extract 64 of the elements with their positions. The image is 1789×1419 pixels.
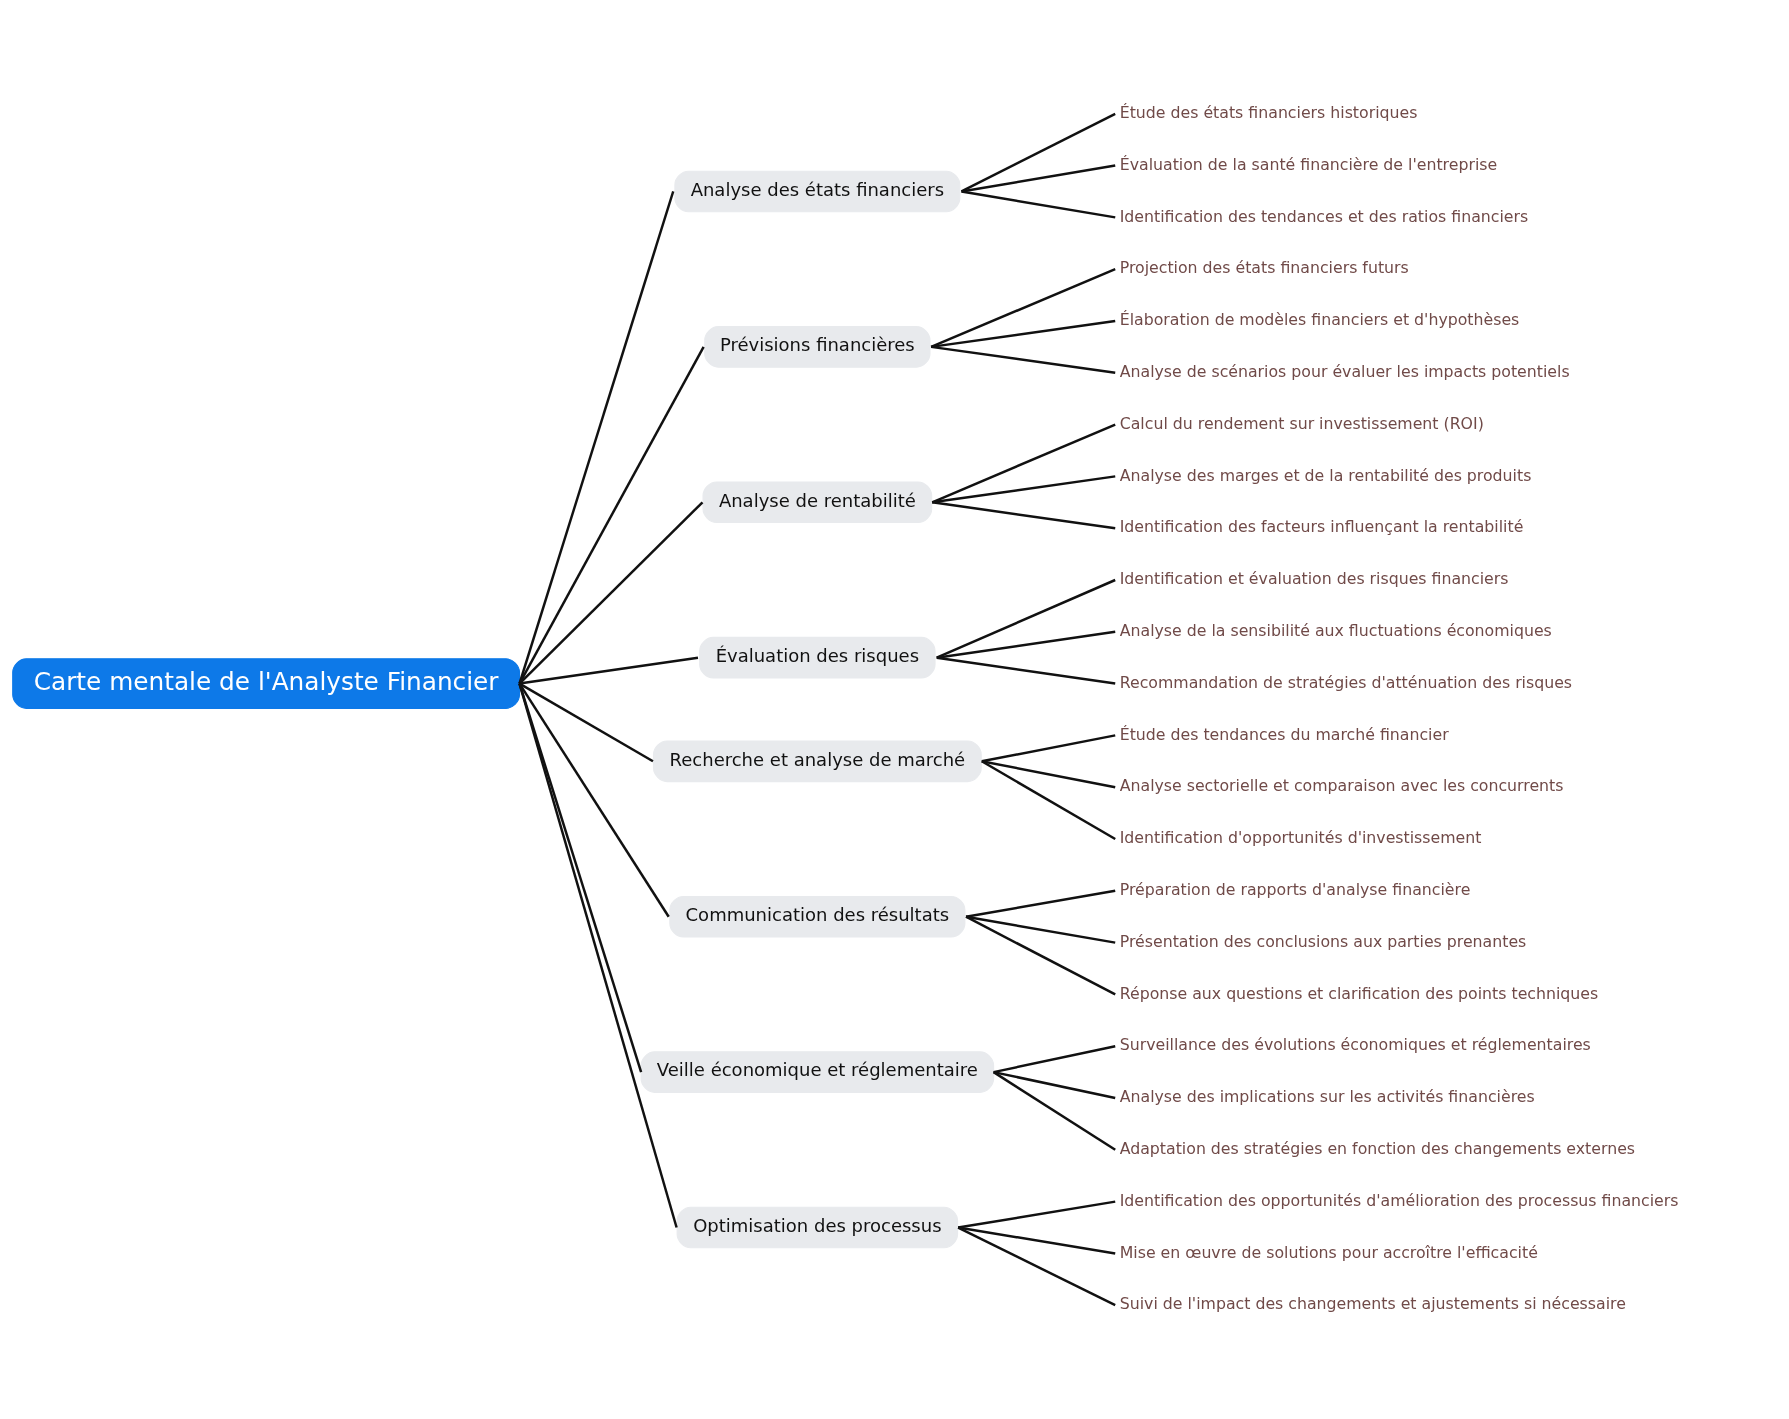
node-text: Élaboration de modèles financiers et d'hypothèses xyxy=(1119,310,1520,330)
connector xyxy=(932,501,1116,530)
node-box: Prévisions financières xyxy=(704,326,931,368)
connector xyxy=(993,1045,1116,1074)
node-text: Identification des facteurs influençant la rentabilité xyxy=(1119,517,1524,537)
connector xyxy=(930,268,1116,349)
node-text: Étude des tendances du marché financier xyxy=(1119,724,1449,744)
connector xyxy=(518,683,678,1228)
connector xyxy=(518,682,670,918)
node-text: Recommandation de stratégies d'atténuation des risques xyxy=(1119,672,1573,692)
node-text: Surveillance des évolutions économiques et réglementaires xyxy=(1119,1035,1591,1055)
node-text: Calcul du rendement sur investissement (ROI) xyxy=(1119,413,1484,433)
node-text: Identification des tendances et des ratios financiers xyxy=(1119,206,1529,226)
node-text: Adaptation des stratégies en fonction des changements externes xyxy=(1119,1138,1636,1158)
node-box: Communication des résultats xyxy=(669,895,966,938)
node-text: Mise en œuvre de solutions pour accroître l'efficacité xyxy=(1119,1242,1538,1262)
connector xyxy=(993,1070,1116,1100)
node-text: Identification des opportunités d'amélioration des processus financiers xyxy=(1119,1190,1679,1210)
connector xyxy=(965,889,1116,918)
node-text: Identification et évaluation des risques financiers xyxy=(1119,569,1509,589)
connector xyxy=(981,760,1116,841)
connector xyxy=(981,734,1116,763)
node-text: Analyse des implications sur les activités financières xyxy=(1119,1087,1535,1107)
node-box: Analyse des états financiers xyxy=(674,170,961,213)
connector xyxy=(965,915,1116,996)
node-box: Recherche et analyse de marché xyxy=(652,740,982,783)
connector xyxy=(930,345,1116,374)
connector xyxy=(518,682,654,763)
node-text: Analyse des marges et de la rentabilité des produits xyxy=(1119,465,1532,485)
connector xyxy=(519,656,699,685)
node-text: Analyse sectorielle et comparaison avec les concurrents xyxy=(1119,776,1564,796)
connector xyxy=(932,475,1116,504)
node-text: Présentation des conclusions aux parties prenantes xyxy=(1119,931,1527,951)
node-text: Évaluation de la santé financière de l'entreprise xyxy=(1119,154,1498,174)
connector xyxy=(981,760,1116,789)
connector xyxy=(965,915,1116,944)
node-box: Analyse de rentabilité xyxy=(702,481,933,524)
node-text: Projection des états financiers futurs xyxy=(1119,258,1409,278)
connector xyxy=(930,319,1116,349)
connector xyxy=(931,423,1116,504)
connector xyxy=(518,346,705,685)
connector xyxy=(961,190,1116,219)
connector xyxy=(961,164,1116,193)
connector xyxy=(518,191,675,684)
connector xyxy=(936,630,1116,659)
connector xyxy=(957,1226,1116,1307)
node-box: Évaluation des risques xyxy=(699,636,936,679)
node-text: Identification d'opportunités d'investissement xyxy=(1119,828,1482,848)
connector xyxy=(957,1226,1116,1255)
node-text: Étude des états financiers historiques xyxy=(1119,102,1418,122)
connector xyxy=(936,578,1116,659)
node-text: Analyse de scénarios pour évaluer les impacts potentiels xyxy=(1119,361,1570,381)
node-box: Optimisation des processus xyxy=(676,1206,959,1249)
node-box: Veille économique et réglementaire xyxy=(640,1051,995,1093)
connector xyxy=(957,1200,1116,1229)
node-box: Carte mentale de l'Analyste Financier xyxy=(12,658,521,709)
node-text: Réponse aux questions et clarification des points techniques xyxy=(1119,983,1599,1003)
node-text: Analyse de la sensibilité aux fluctuations économiques xyxy=(1119,620,1552,640)
node-text: Préparation de rapports d'analyse financière xyxy=(1119,879,1471,899)
connector xyxy=(992,1071,1116,1151)
connector xyxy=(960,112,1116,193)
connector xyxy=(518,501,704,685)
connector xyxy=(936,656,1116,685)
node-text: Suivi de l'impact des changements et ajustements si nécessaire xyxy=(1119,1294,1626,1314)
